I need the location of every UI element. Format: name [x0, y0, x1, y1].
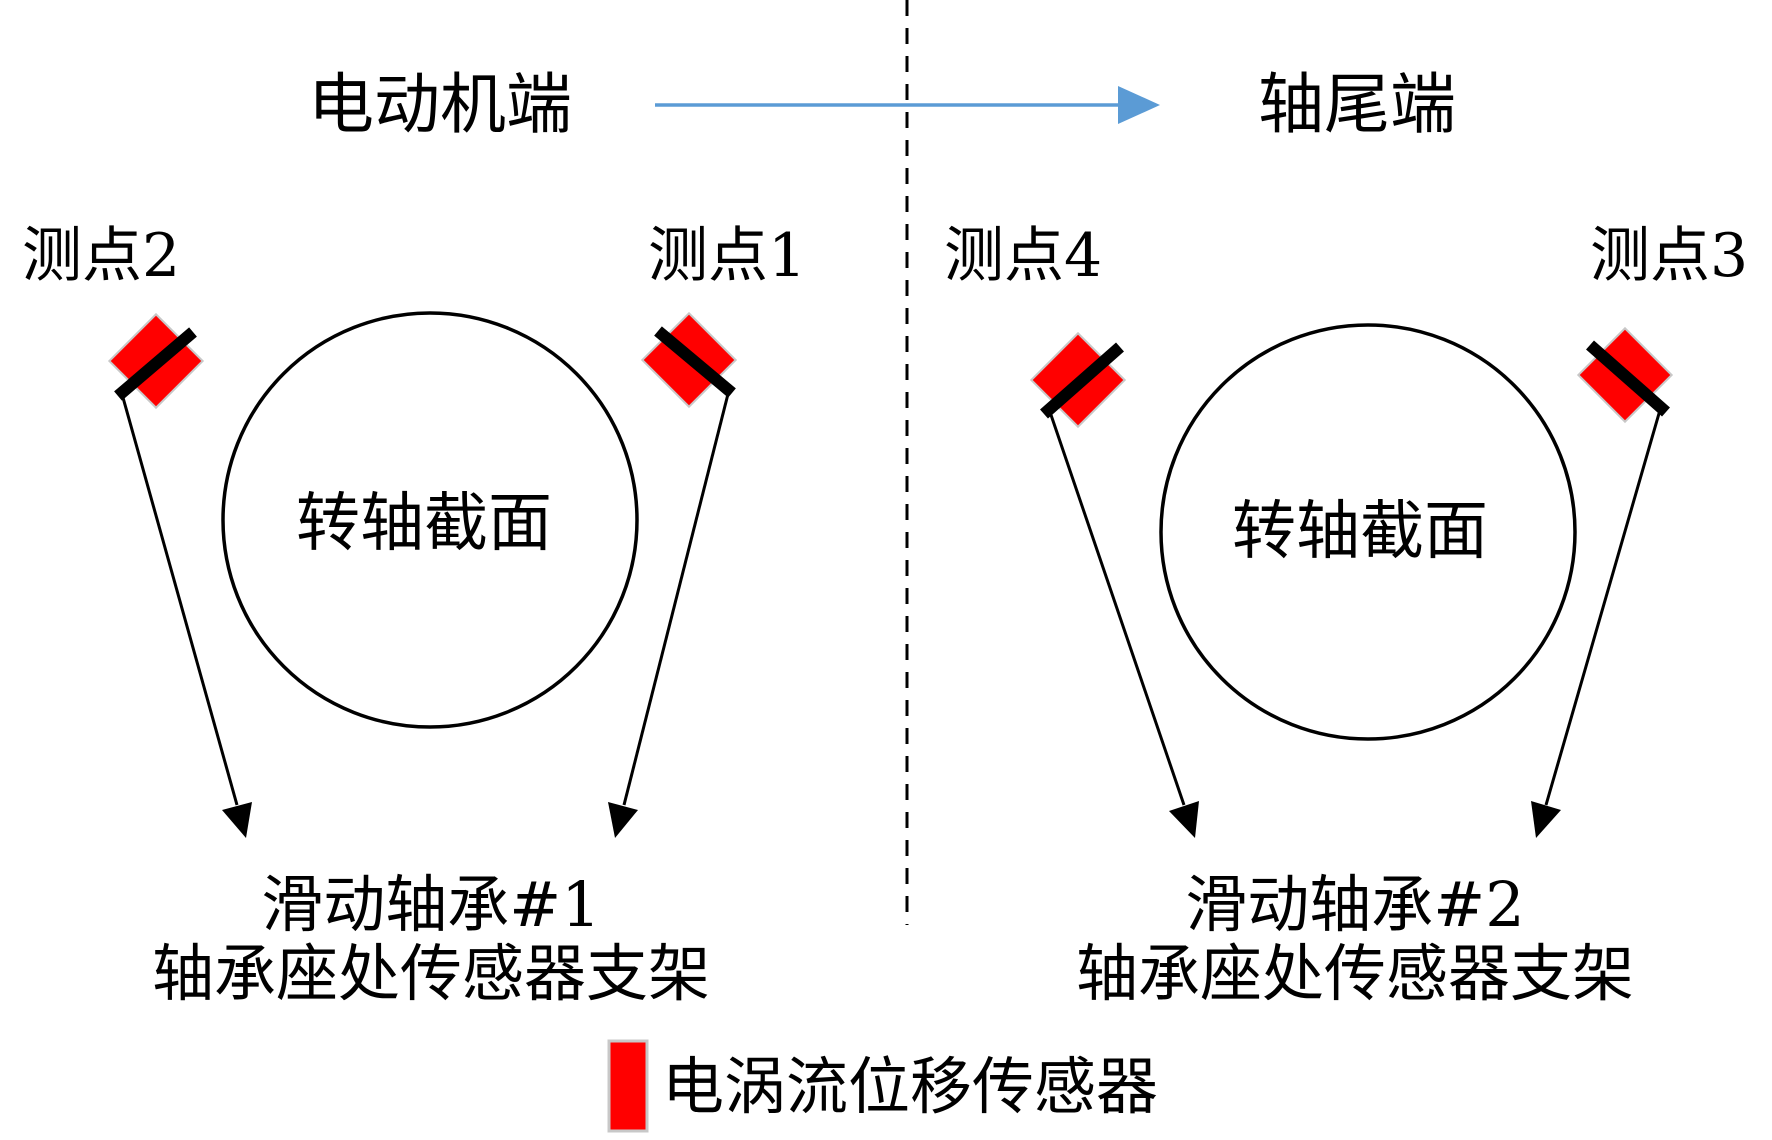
motor-end-label: 电动机端	[308, 66, 572, 143]
left-bearing-support: 轴承座处传感器支架	[151, 937, 710, 1011]
right-bearing-support: 轴承座处传感器支架	[1075, 937, 1634, 1011]
sensor-point-1	[640, 311, 738, 409]
legend-label: 电涡流位移传感器	[662, 1050, 1159, 1123]
point-4-label: 测点4	[944, 221, 1103, 291]
point-3-label: 测点3	[1590, 221, 1749, 291]
right-shaft-circle	[1159, 323, 1577, 741]
leader-arrow-point-1	[608, 393, 730, 838]
point-1-label: 测点1	[648, 221, 807, 291]
right-shaft-label: 转轴截面	[1232, 495, 1488, 569]
left-shaft-label: 转轴截面	[296, 487, 552, 561]
point-2-label: 测点2	[22, 221, 181, 291]
left-shaft-circle	[221, 311, 639, 729]
sensor-point-4	[1029, 331, 1127, 429]
legend-swatch	[607, 1039, 649, 1133]
leader-arrow-point-3	[1531, 409, 1662, 838]
direction-arrowhead	[1118, 86, 1160, 124]
right-bearing-name: 滑动轴承#2	[1185, 868, 1525, 941]
left-bearing-name: 滑动轴承#1	[261, 868, 601, 941]
leader-arrow-point-2	[120, 393, 252, 838]
sensor-point-3	[1576, 326, 1674, 424]
tail-end-label: 轴尾端	[1258, 66, 1456, 143]
sensor-point-2	[107, 312, 205, 410]
leader-arrow-point-4	[1048, 411, 1199, 838]
left-bearing-label: 滑动轴承#1 轴承座处传感器支架	[116, 870, 746, 1009]
right-bearing-label: 滑动轴承#2 轴承座处传感器支架	[1040, 870, 1670, 1009]
